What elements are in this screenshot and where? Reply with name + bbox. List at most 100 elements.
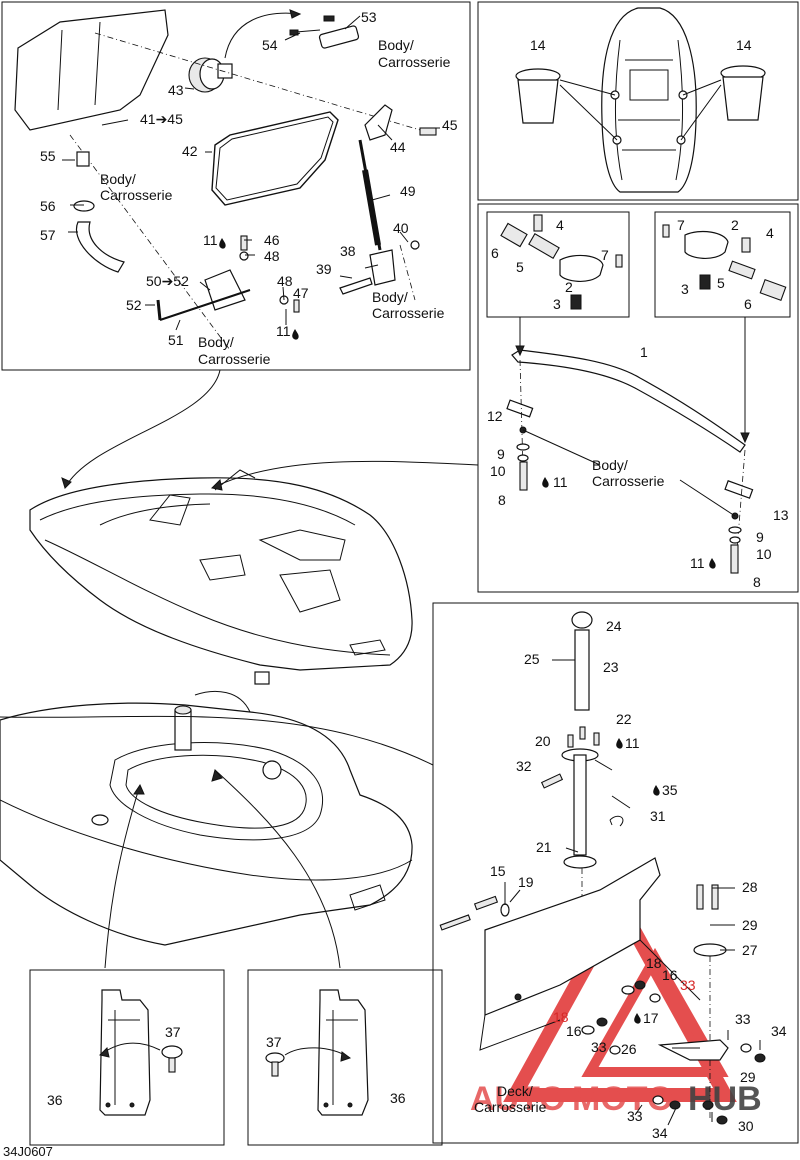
callout-41-45: 41➔45 [140,111,183,127]
body-label-4a: Body/ [198,334,234,350]
callout-12: 12 [487,408,503,424]
callout-16-a: 16 [662,967,678,983]
cover-part-41 [14,9,169,131]
boat-iso-view [29,469,413,685]
callout-9-left: 9 [497,446,505,462]
bracket-part-26 [657,1039,729,1061]
callout-49: 49 [400,183,416,199]
callout-11-c: 11 [553,474,568,490]
cap-part-2-right [684,230,729,259]
spring-part-6-left [500,222,528,248]
boat-stern-view [0,690,413,946]
screw-part-4-left [533,214,543,232]
callout-48-a: 48 [264,248,280,264]
callout-11-b: 11 [276,323,291,339]
callout-51: 51 [168,332,184,348]
callout-39: 39 [316,261,332,277]
callout-10-left: 10 [490,463,506,479]
callout-6-left: 6 [491,245,499,261]
panel-top-right [477,1,799,201]
bolt-part-39 [339,277,373,295]
callout-40: 40 [393,220,409,236]
body-label-5b: Carrosserie [592,473,665,489]
washer-part-19 [500,903,510,917]
callout-8-left: 8 [498,492,506,508]
callout-55: 55 [40,148,56,164]
body-label-5a: Body/ [592,457,628,473]
panel-top-left [1,1,471,371]
figure-id: 34J0607 [3,1144,53,1159]
callout-4-left: 4 [556,217,564,233]
callout-33-d: 33 [627,1108,643,1124]
callout-53: 53 [361,9,377,25]
spring-part-6-right [759,278,787,302]
callout-37-left: 37 [165,1024,181,1040]
callout-1: 1 [640,344,648,360]
callout-5-left: 5 [516,259,524,275]
callout-31: 31 [650,808,666,824]
callout-33-a: 33 [680,977,696,993]
callout-30: 30 [738,1118,754,1134]
pedestal-assembly [439,611,766,1125]
tube-part-23 [574,629,590,711]
callout-7-left: 7 [601,247,609,263]
pin-part-7-left [615,254,623,268]
cup-holder-right [720,65,766,121]
callout-46: 46 [264,232,280,248]
callout-29-a: 29 [742,917,758,933]
drop-icon [292,329,299,340]
bolt-part-28 [696,884,704,910]
panel-bottom-right [432,602,799,1144]
callout-43: 43 [168,82,184,98]
callout-38: 38 [340,243,356,259]
hinge-part-50 [204,269,246,311]
callout-57: 57 [40,227,56,243]
callout-52: 52 [126,297,142,313]
deck-section [484,857,661,1016]
base-part-21 [563,855,597,869]
callout-24: 24 [606,618,622,634]
bumper-part-5-right [728,260,756,280]
clip-part-31 [609,815,624,827]
callout-44: 44 [390,139,406,155]
callout-28: 28 [742,879,758,895]
deck-label-a: Deck/ [497,1083,533,1099]
callout-18-a: 18 [646,955,662,971]
pin-part-7-right [662,224,670,238]
callout-32: 32 [516,758,532,774]
callout-29-b: 29 [740,1069,756,1085]
watermark-text-hub: HUB [688,1080,762,1118]
callout-9-right: 9 [756,529,764,545]
detail-panel-left-parts [99,989,183,1116]
callout-7-right: 7 [677,217,685,233]
spring-part-3-right [699,274,711,290]
callout-33-c: 33 [591,1039,607,1055]
bracket-part-38 [369,249,396,286]
plug-part-55 [76,151,90,167]
plate-part-12 [506,399,534,418]
callout-14-left: 14 [530,37,546,53]
callout-10-right: 10 [756,546,772,562]
body-label-4b: Carrosserie [198,351,271,367]
callout-13: 13 [773,507,789,523]
callout-11-e: 11 [625,735,640,751]
hose-part-57 [75,221,125,273]
drop-icon [634,1013,641,1024]
callout-47: 47 [293,285,309,301]
callout-16-b: 16 [566,1023,582,1039]
callout-17: 17 [643,1010,659,1026]
callout-18-b: 18 [553,1009,569,1025]
callout-8-right: 8 [753,574,761,590]
callout-36-left: 36 [47,1092,63,1108]
callout-56: 56 [40,198,56,214]
bolt-part-8-right [730,544,739,574]
drop-icon [616,738,623,749]
pin-part-51 [159,289,251,321]
panel-detail-right [247,969,443,1146]
body-label-2b: Carrosserie [100,187,173,203]
watermark-logo: AUTO MOTO HUB [470,890,762,1118]
detail-panel-right-parts [265,989,369,1116]
spring-part-3-left [570,294,582,310]
body-label-3a: Body/ [372,289,408,305]
